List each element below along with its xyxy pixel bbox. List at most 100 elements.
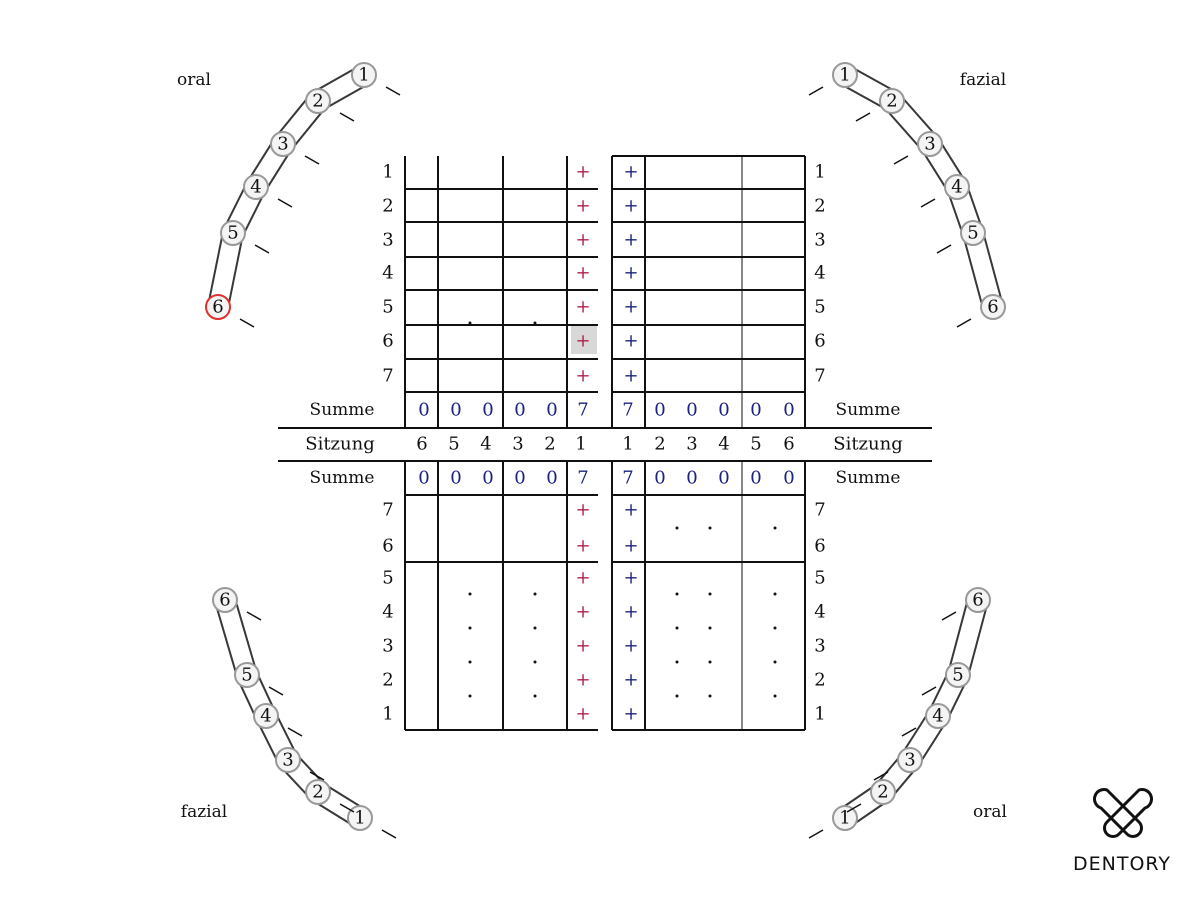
probe-dot bbox=[708, 526, 712, 530]
row-label-upper-right: 3 bbox=[814, 230, 825, 251]
row-label-lower-left: 7 bbox=[382, 500, 393, 521]
tooth-number: 5 bbox=[241, 665, 252, 686]
probe-dot bbox=[468, 321, 472, 325]
tooth-circle bbox=[234, 662, 260, 688]
summe-value: 7 bbox=[577, 400, 588, 421]
dentory-logo-icon bbox=[1093, 788, 1153, 838]
row-label-upper-right: 6 bbox=[814, 331, 825, 352]
tooth-circle bbox=[917, 131, 943, 157]
probe-dot bbox=[468, 660, 472, 664]
probe-dot bbox=[708, 660, 712, 664]
row-label-lower-right: 5 bbox=[814, 568, 825, 589]
tooth-number: 3 bbox=[277, 134, 288, 155]
plus-mark-lower-left: + bbox=[575, 536, 590, 557]
row-label-upper-right: 7 bbox=[814, 366, 825, 387]
tooth-circle bbox=[832, 805, 858, 831]
plus-mark-upper-left: + bbox=[575, 162, 590, 183]
label-upper-left: oral bbox=[177, 70, 211, 90]
summe-value: 0 bbox=[686, 468, 697, 489]
dentory-logo-text: DENTORY bbox=[1072, 853, 1172, 875]
probe-dot bbox=[708, 626, 712, 630]
sitzung-number: 3 bbox=[512, 434, 523, 455]
sitzung-number: 2 bbox=[654, 434, 665, 455]
label-lower-left: fazial bbox=[180, 802, 228, 822]
probe-dot bbox=[708, 592, 712, 596]
probe-arrow-icon bbox=[309, 771, 325, 781]
tooth-number: 4 bbox=[250, 177, 261, 198]
tooth-arch-fill bbox=[209, 67, 369, 309]
summe-value: 7 bbox=[622, 400, 633, 421]
probe-arrow-icon bbox=[901, 727, 917, 737]
summe-value: 7 bbox=[577, 468, 588, 489]
row-label-lower-left: 3 bbox=[382, 636, 393, 657]
tooth-circle bbox=[270, 131, 296, 157]
plus-mark-upper-left: + bbox=[575, 196, 590, 217]
tooth-number: 1 bbox=[354, 808, 365, 829]
sitzung-number: 2 bbox=[544, 434, 555, 455]
row-label-upper-right: 2 bbox=[814, 196, 825, 217]
probe-dot bbox=[675, 626, 679, 630]
plus-mark-lower-left: + bbox=[575, 500, 590, 521]
summe-value: 0 bbox=[718, 468, 729, 489]
tooth-number: 1 bbox=[839, 808, 850, 829]
summe-value: 0 bbox=[546, 468, 557, 489]
plus-mark-upper-left: + bbox=[575, 297, 590, 318]
tooth-circle bbox=[253, 703, 279, 729]
probe-dot bbox=[773, 592, 777, 596]
probe-arrow-icon bbox=[846, 803, 862, 813]
summe-value: 0 bbox=[418, 468, 429, 489]
tooth-number: 2 bbox=[886, 91, 897, 112]
tooth-circle bbox=[897, 747, 923, 773]
summe-value: 0 bbox=[718, 400, 729, 421]
plus-mark-lower-right: + bbox=[623, 670, 638, 691]
sitzung-number: 5 bbox=[750, 434, 761, 455]
row-label-upper-left: 1 bbox=[382, 162, 393, 183]
sitzung-number: 4 bbox=[480, 434, 491, 455]
summe-value: 0 bbox=[514, 400, 525, 421]
probe-arrow-icon bbox=[339, 112, 355, 122]
tooth-number: 6 bbox=[219, 590, 230, 611]
probe-arrow-icon bbox=[246, 611, 262, 621]
tooth-number: 3 bbox=[282, 750, 293, 771]
plus-mark-upper-right: + bbox=[623, 331, 638, 352]
summe-value: 0 bbox=[450, 400, 461, 421]
plus-mark-lower-left: + bbox=[575, 602, 590, 623]
row-label-upper-right: 1 bbox=[814, 162, 825, 183]
tooth-number: 2 bbox=[312, 782, 323, 803]
highlighted-cell bbox=[571, 326, 597, 354]
row-label-upper-left: 7 bbox=[382, 366, 393, 387]
tooth-circle bbox=[965, 587, 991, 613]
tooth-circle bbox=[980, 294, 1006, 320]
plus-mark-upper-right: + bbox=[623, 196, 638, 217]
plus-mark-upper-left: + bbox=[575, 263, 590, 284]
row-label-lower-right: 4 bbox=[814, 602, 825, 623]
tooth-arch-outline bbox=[214, 596, 366, 828]
plus-mark-upper-right: + bbox=[623, 263, 638, 284]
summe-value: 0 bbox=[783, 400, 794, 421]
tooth-number: 6 bbox=[212, 297, 223, 318]
probe-dot bbox=[675, 694, 679, 698]
tooth-circle bbox=[832, 62, 858, 88]
tooth-number: 6 bbox=[972, 590, 983, 611]
plus-mark-lower-left: + bbox=[575, 670, 590, 691]
tooth-circle bbox=[944, 174, 970, 200]
plus-mark-lower-right: + bbox=[623, 704, 638, 725]
plus-mark-lower-right: + bbox=[623, 602, 638, 623]
summe-value: 0 bbox=[750, 400, 761, 421]
row-label-lower-left: 4 bbox=[382, 602, 393, 623]
row-label-lower-right: 1 bbox=[814, 704, 825, 725]
summe-value: 0 bbox=[450, 468, 461, 489]
label-lower-right: oral bbox=[973, 802, 1007, 822]
summe-value: 0 bbox=[418, 400, 429, 421]
sitzung-number: 3 bbox=[686, 434, 697, 455]
probe-arrow-icon bbox=[893, 155, 909, 165]
plus-mark-upper-right: + bbox=[623, 230, 638, 251]
tooth-arch-fill bbox=[840, 67, 1002, 310]
summe-value: 0 bbox=[482, 400, 493, 421]
probe-arrow-icon bbox=[920, 198, 936, 208]
probe-arrow-icon bbox=[941, 611, 957, 621]
plus-mark-lower-right: + bbox=[623, 500, 638, 521]
tooth-circle bbox=[960, 220, 986, 246]
probe-arrow-icon bbox=[239, 318, 255, 328]
probe-dot bbox=[773, 694, 777, 698]
